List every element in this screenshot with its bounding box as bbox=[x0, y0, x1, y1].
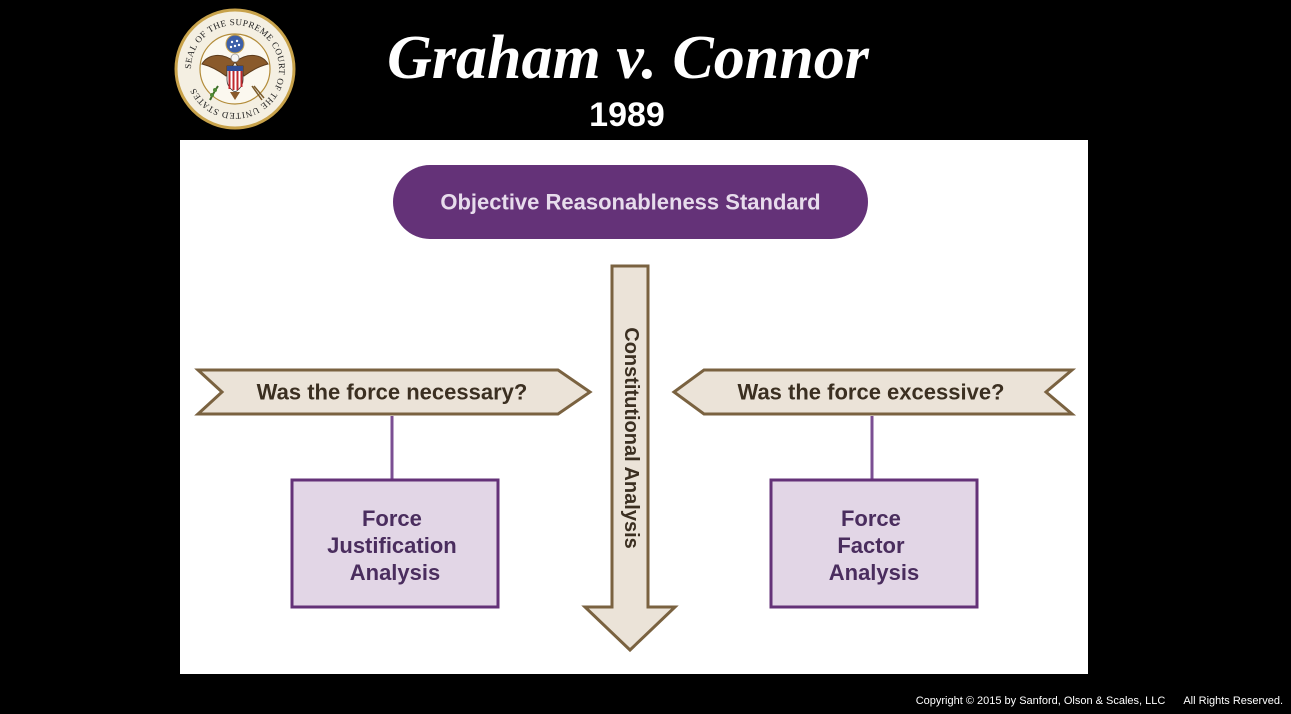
constitutional-analysis-label: Constitutional Analysis bbox=[620, 327, 642, 549]
rights-text: All Rights Reserved. bbox=[1183, 695, 1283, 707]
supreme-court-seal-icon: SEAL OF THE SUPREME COURT OF THE UNITED … bbox=[174, 8, 296, 130]
slide-year: 1989 bbox=[589, 96, 665, 134]
force-excessive-label: Was the force excessive? bbox=[738, 380, 1005, 405]
force-excessive-banner: Was the force excessive? bbox=[671, 368, 1077, 416]
left-box-line-3: Analysis bbox=[350, 560, 441, 585]
force-factor-analysis-box: Force Factor Analysis bbox=[769, 478, 979, 609]
left-box-line-2: Justification bbox=[327, 533, 457, 558]
force-necessary-banner: Was the force necessary? bbox=[194, 368, 593, 416]
constitutional-analysis-arrow: Constitutional Analysis bbox=[581, 264, 679, 653]
copyright-footer: Copyright © 2015 by Sanford, Olson & Sca… bbox=[916, 694, 1283, 708]
slide-title: Graham v. Connor bbox=[387, 24, 869, 92]
force-justification-analysis-box: Force Justification Analysis bbox=[290, 478, 500, 609]
copyright-text: Copyright © 2015 by Sanford, Olson & Sca… bbox=[915, 695, 1166, 707]
right-box-line-3: Analysis bbox=[829, 560, 920, 585]
force-necessary-label: Was the force necessary? bbox=[257, 380, 528, 405]
right-box-line-1: Force bbox=[841, 506, 901, 531]
svg-text:Force Justification: Force Justification Analysis bbox=[327, 506, 463, 585]
svg-text:Force Factor Analy: Force Factor Analysis bbox=[829, 506, 920, 585]
objective-reasonableness-label: Objective Reasonableness Standard bbox=[440, 190, 820, 215]
left-box-line-1: Force bbox=[362, 506, 422, 531]
right-box-line-2: Factor bbox=[837, 533, 905, 558]
diagram-panel: Objective Reasonableness Standard Consti… bbox=[180, 140, 1088, 674]
objective-reasonableness-box: Objective Reasonableness Standard bbox=[393, 165, 868, 239]
